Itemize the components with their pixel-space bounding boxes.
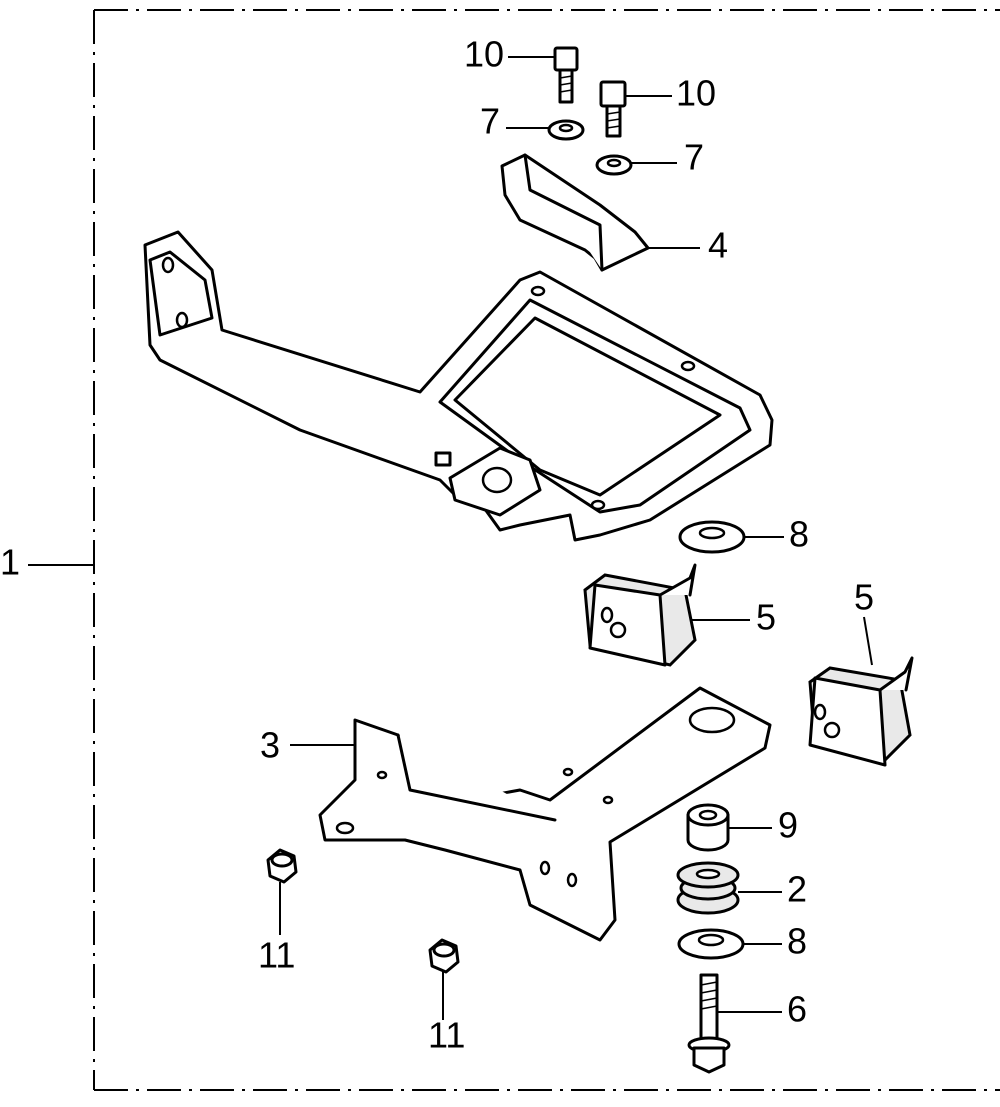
part-4-bracket xyxy=(500,153,650,272)
part-8-washer-lower xyxy=(677,928,745,960)
callout-7-right: 7 xyxy=(684,137,704,178)
callout-labels: 1 10 10 7 7 4 8 5 5 3 9 2 8 6 11 11 xyxy=(0,34,874,1056)
callout-7-left: 7 xyxy=(480,101,500,142)
part-10-bolt-right xyxy=(599,80,627,138)
part-9-spacer xyxy=(686,803,730,852)
part-6-flange-bolt xyxy=(687,973,731,1074)
callout-5-right: 5 xyxy=(854,577,874,618)
part-11-nut-right xyxy=(428,938,460,974)
callout-5-left: 5 xyxy=(756,597,776,638)
part-7-washer-right xyxy=(595,154,633,176)
leader-lines xyxy=(28,56,873,1020)
callout-10-right: 10 xyxy=(676,73,716,114)
callout-3: 3 xyxy=(260,725,280,766)
assembly-frame xyxy=(93,9,1000,1091)
callout-2: 2 xyxy=(787,869,807,910)
callout-6: 6 xyxy=(787,989,807,1030)
part-10-bolt-left xyxy=(553,46,579,104)
callout-4: 4 xyxy=(708,225,728,266)
part-5-rubber-mount-left xyxy=(583,563,697,667)
part-11-nut-left xyxy=(266,848,298,884)
callout-11-right: 11 xyxy=(428,1015,465,1056)
part-5-rubber-mount-right xyxy=(808,656,914,767)
callout-9: 9 xyxy=(778,805,798,846)
part-3-lower-bracket xyxy=(318,686,772,942)
callout-1: 1 xyxy=(0,542,20,583)
callout-8-lower: 8 xyxy=(787,921,807,962)
part-8-washer-upper xyxy=(678,520,746,554)
callout-10-left: 10 xyxy=(464,34,504,75)
main-frame-part xyxy=(143,230,774,542)
callout-11-left: 11 xyxy=(258,935,295,976)
callout-8-upper: 8 xyxy=(789,514,809,555)
part-7-washer-left xyxy=(547,119,585,141)
part-2-rubber-bush xyxy=(676,861,740,915)
